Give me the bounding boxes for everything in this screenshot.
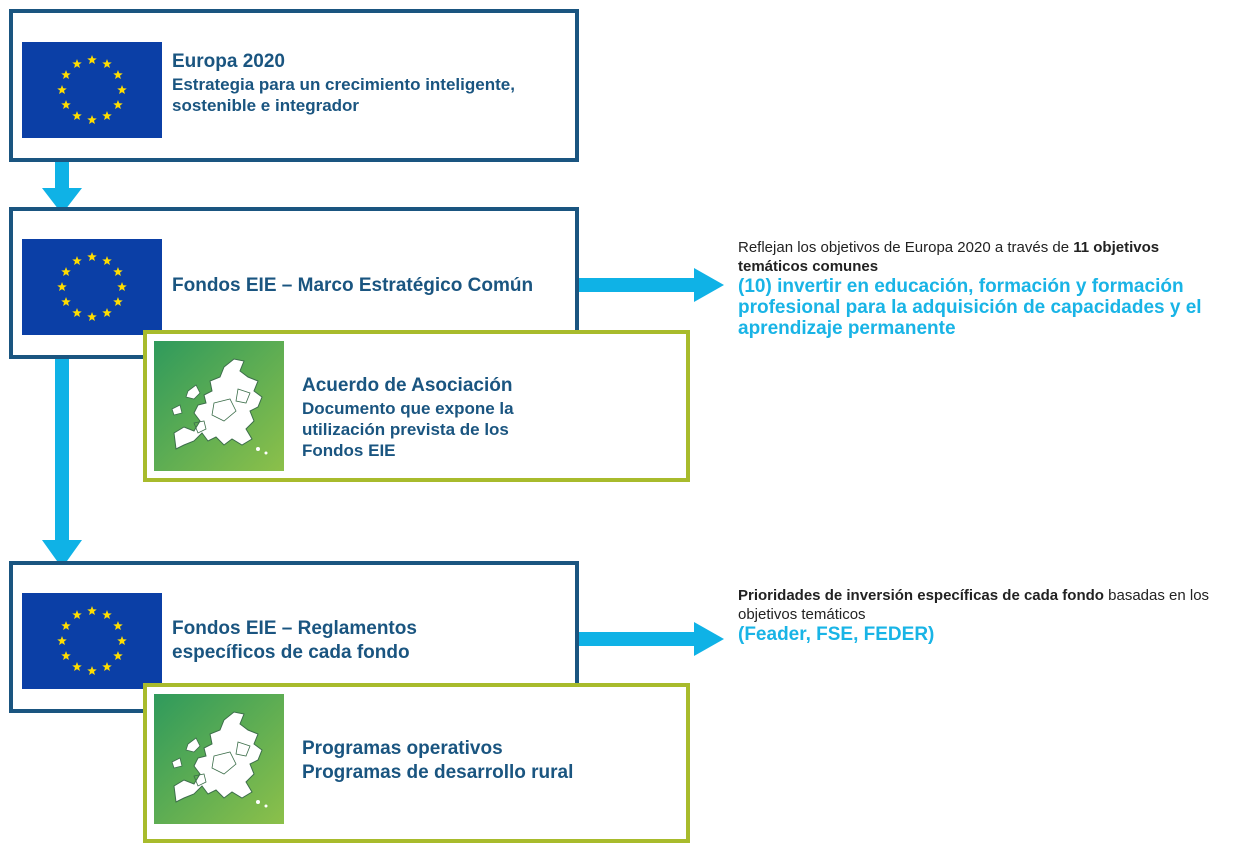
eu-star [61, 267, 71, 277]
eu-star [61, 100, 71, 110]
right-arrow-2 [564, 622, 724, 656]
eu-star [102, 59, 112, 69]
note2-suffix: basadas en los objetivos temáticos [738, 587, 1210, 623]
eu-star [57, 282, 67, 292]
right-arrow-1 [564, 268, 724, 302]
eu-flag-icon [22, 593, 162, 689]
europe-map-icon [154, 341, 284, 471]
note-objetivos-tematicos: Reflejan los objetivos de Europa 2020 a … [738, 238, 1218, 339]
eu-star [113, 267, 123, 277]
eu-star [61, 651, 71, 661]
eu-flag-icon [22, 42, 162, 138]
eu-star [117, 85, 127, 95]
eu-star [72, 661, 82, 672]
acuerdo-asociacion-title: Acuerdo de Asociación [302, 375, 513, 396]
eu-star [72, 610, 82, 620]
programas-operativos-label: Programas operativos [302, 738, 503, 759]
eu-star [72, 110, 82, 121]
acuerdo-asociacion-box: Acuerdo de Asociación Documento que expo… [143, 330, 690, 482]
eu-star [113, 651, 123, 661]
note1-highlight: (10) invertir en educación, formación y … [738, 276, 1202, 339]
eu-star [117, 636, 127, 646]
note2-highlight: (Feader, FSE, FEDER) [738, 624, 935, 645]
eu-star [113, 70, 123, 80]
eu-star [87, 252, 97, 262]
eu-star [87, 606, 97, 616]
eu-star [102, 110, 112, 121]
eu-star [113, 100, 123, 110]
eu-star [87, 312, 97, 322]
eu-star [87, 666, 97, 676]
eu-star [87, 115, 97, 125]
acuerdo-asociacion-subtitle: Documento que expone la utilización prev… [302, 399, 514, 460]
eu-star [72, 59, 82, 69]
eu-star [102, 610, 112, 620]
eu-star [61, 621, 71, 631]
eu-star [61, 297, 71, 307]
eu-flag-icon [22, 239, 162, 335]
europe-map-icon [154, 694, 284, 824]
reglamentos-title: Fondos EIE – Reglamentos específicos de … [172, 618, 417, 663]
marco-estrategico-title: Fondos EIE – Marco Estratégico Común [172, 275, 534, 296]
eu-star [87, 55, 97, 65]
europa-2020-subtitle: Estrategia para un crecimiento inteligen… [172, 75, 515, 115]
programas-desarrollo-rural-label: Programas de desarrollo rural [302, 762, 574, 783]
note1-prefix: Reflejan los objetivos de Europa 2020 a … [738, 239, 1074, 256]
europa-2020-box: Europa 2020 Estrategia para un crecimien… [9, 9, 579, 162]
eu-star [102, 307, 112, 318]
eu-star [117, 282, 127, 292]
down-arrow-2 [42, 340, 82, 568]
programas-box: Programas operativos Programas de desarr… [143, 683, 690, 843]
eu-star [57, 636, 67, 646]
eu-star [102, 661, 112, 672]
eu-star [57, 85, 67, 95]
eu-star [113, 297, 123, 307]
note-prioridades-inversion: Prioridades de inversión específicas de … [738, 586, 1238, 645]
note2-bold: Prioridades de inversión específicas de … [738, 587, 1104, 604]
eu-star [113, 621, 123, 631]
eu-star [102, 256, 112, 266]
note1-bold: 11 objetivos temáticos comunes [738, 239, 1160, 275]
eu-star [61, 70, 71, 80]
eu-star [72, 307, 82, 318]
eu-star [72, 256, 82, 266]
europa-2020-title: Europa 2020 [172, 51, 285, 72]
